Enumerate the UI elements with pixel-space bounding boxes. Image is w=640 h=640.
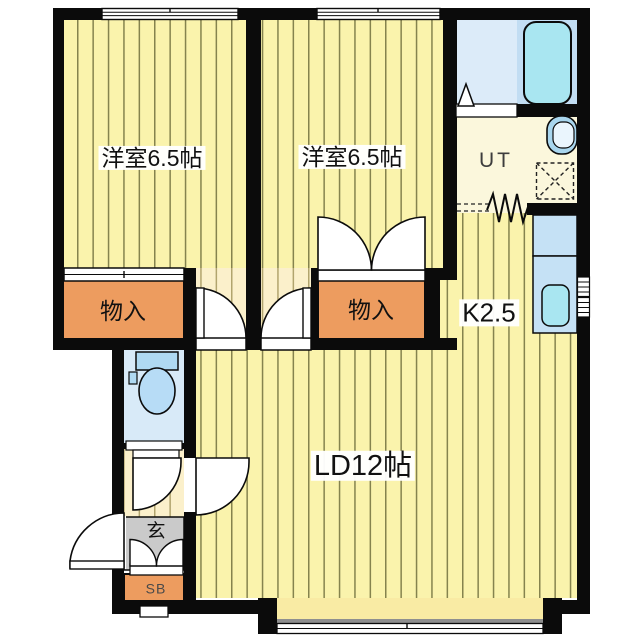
windows [101, 7, 591, 635]
wall-closet2-east [425, 268, 440, 350]
living-dining-label: LD12帖 [310, 450, 416, 481]
room1-floor [62, 20, 246, 268]
closet1-sliding-door [63, 267, 185, 282]
room2-label: 洋室6.5帖 [298, 145, 406, 169]
toilet-icon [128, 351, 179, 415]
closet2-double-door [317, 216, 426, 282]
toilet-door [125, 440, 183, 511]
wall-bay-right [543, 598, 562, 634]
shoebox-label: SB [145, 580, 167, 597]
entrance-step [139, 605, 169, 618]
washing-machine-space-icon [535, 162, 575, 200]
wall-closet1-east [184, 268, 196, 350]
utility-label: UT [479, 148, 513, 172]
room1-label: 洋室6.5帖 [98, 146, 206, 170]
window-bay-floor [277, 598, 543, 620]
wall-between-rooms [246, 20, 261, 350]
bathtub-icon [523, 21, 572, 105]
wall-room2-east [443, 20, 457, 280]
shoebox-double-door [129, 538, 184, 576]
entrance-label: 玄 [146, 521, 166, 543]
entrance-door [69, 512, 126, 570]
room1-door [195, 287, 247, 351]
closet2-label: 物入 [348, 296, 394, 323]
wall-left-lower [112, 338, 124, 614]
door-swing-triangle [456, 81, 476, 107]
kitchen-label: K2.5 [459, 299, 519, 327]
wall-bath-south [517, 104, 590, 117]
doors [63, 81, 529, 576]
wall-alcove2-closet2 [311, 268, 318, 350]
wall-bay-left [258, 598, 277, 634]
bathroom-door [455, 81, 518, 118]
room2-door [260, 287, 312, 351]
accordion-door-icon [486, 190, 529, 226]
wall-ut-kitchen [527, 203, 590, 215]
ut-kitchen-folding-door [457, 190, 529, 226]
washbasin-icon [546, 115, 578, 155]
kitchen-counter [532, 214, 578, 334]
wall-left-upper [53, 8, 64, 350]
closet2-box [317, 279, 426, 341]
room2-window [316, 7, 441, 21]
kitchen-side-window [576, 276, 591, 318]
hall-ld-door [184, 457, 250, 516]
kitchen-sink-icon [541, 284, 570, 327]
fixtures [128, 21, 578, 618]
closet1-label: 物入 [100, 297, 146, 324]
ld-bay-window [276, 619, 544, 635]
room1-window [101, 7, 239, 21]
